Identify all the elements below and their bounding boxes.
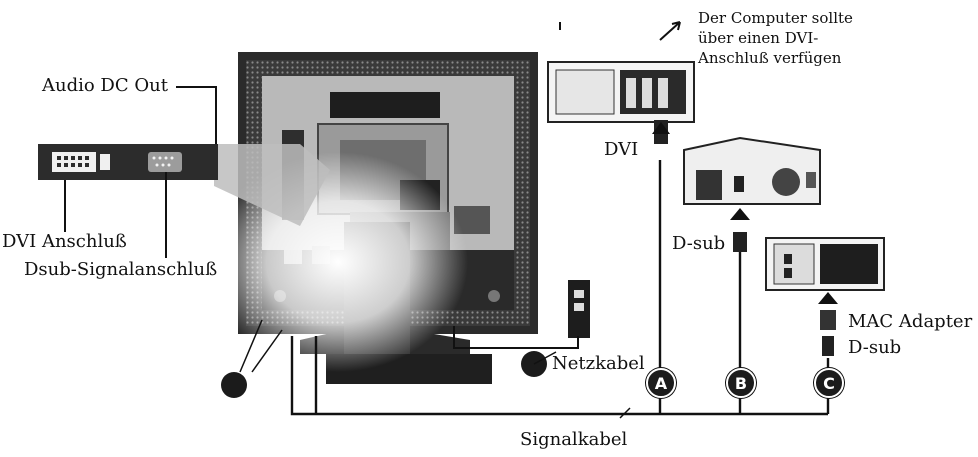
signalkabel-label: Signalkabel bbox=[520, 429, 628, 450]
cable-c-badge: C bbox=[814, 368, 844, 398]
dvi-connector-label: DVI bbox=[604, 139, 639, 160]
cable-a-badge: A bbox=[646, 368, 676, 398]
computer-b bbox=[683, 136, 821, 252]
power-cable bbox=[453, 280, 590, 377]
computer-requirement-note: Der Computer sollte über einen DVI-Ansch… bbox=[698, 9, 853, 67]
connector-panel-detail bbox=[38, 144, 330, 226]
audio-dc-out-label: Audio DC Out bbox=[42, 75, 168, 96]
computer-a bbox=[547, 61, 695, 144]
dvi-anschluss-label: DVI Anschluß bbox=[2, 231, 127, 252]
dsub-connector-b-label: D-sub bbox=[672, 233, 726, 254]
dsub-signalanschluss-label: Dsub-Signalanschluß bbox=[24, 259, 218, 280]
leader-lines bbox=[64, 22, 561, 258]
netzkabel-label: Netzkabel bbox=[552, 353, 645, 374]
foot-marker bbox=[221, 372, 247, 398]
computer-c bbox=[765, 237, 885, 356]
dsub-connector-c-label: D-sub bbox=[848, 337, 902, 358]
cable-b-badge: B bbox=[726, 368, 756, 398]
mac-adapter-label: MAC Adapter bbox=[848, 311, 973, 332]
